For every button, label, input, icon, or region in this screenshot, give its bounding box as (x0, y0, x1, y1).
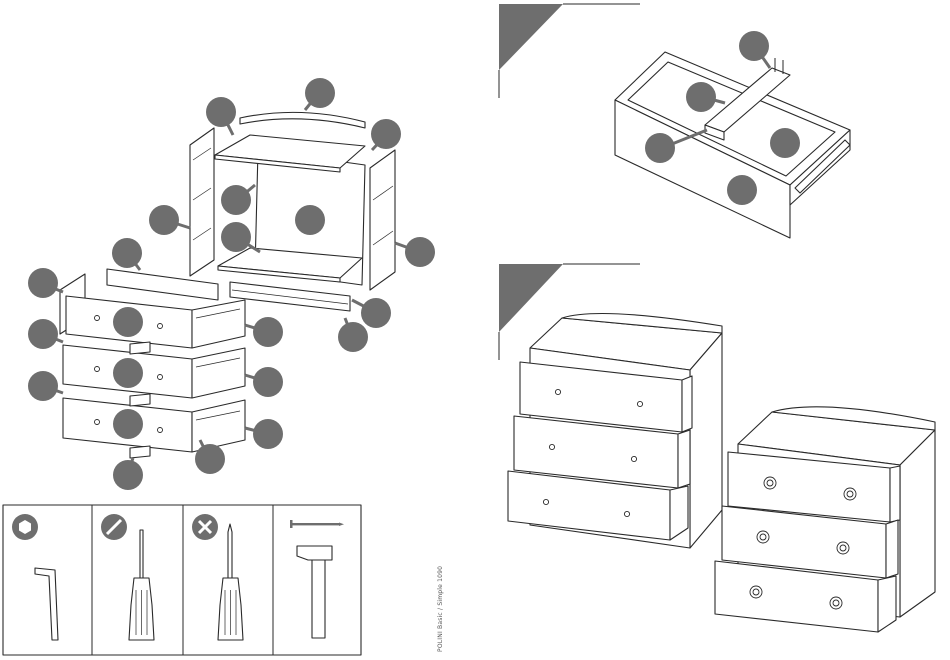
drawer-back-panel (107, 269, 218, 300)
top-crown (240, 112, 365, 128)
dresser-simple (508, 314, 722, 549)
product-code-label: POLINI Basic / Simple 1090 (437, 566, 444, 652)
left-side-panel (190, 128, 214, 276)
step-drawer-assembly (499, 4, 850, 238)
drawer-3 (63, 398, 245, 452)
plinth (230, 282, 350, 311)
step-corner-badge (499, 4, 563, 70)
dresser-ring-handles (715, 407, 935, 632)
exploded-view (28, 78, 435, 490)
step-corner-badge-2 (499, 264, 563, 332)
drawer-1 (66, 296, 245, 348)
step-finished-dressers (499, 264, 935, 632)
tools-box (3, 505, 361, 655)
drawer-2 (63, 345, 245, 398)
right-side-panel (370, 150, 395, 290)
